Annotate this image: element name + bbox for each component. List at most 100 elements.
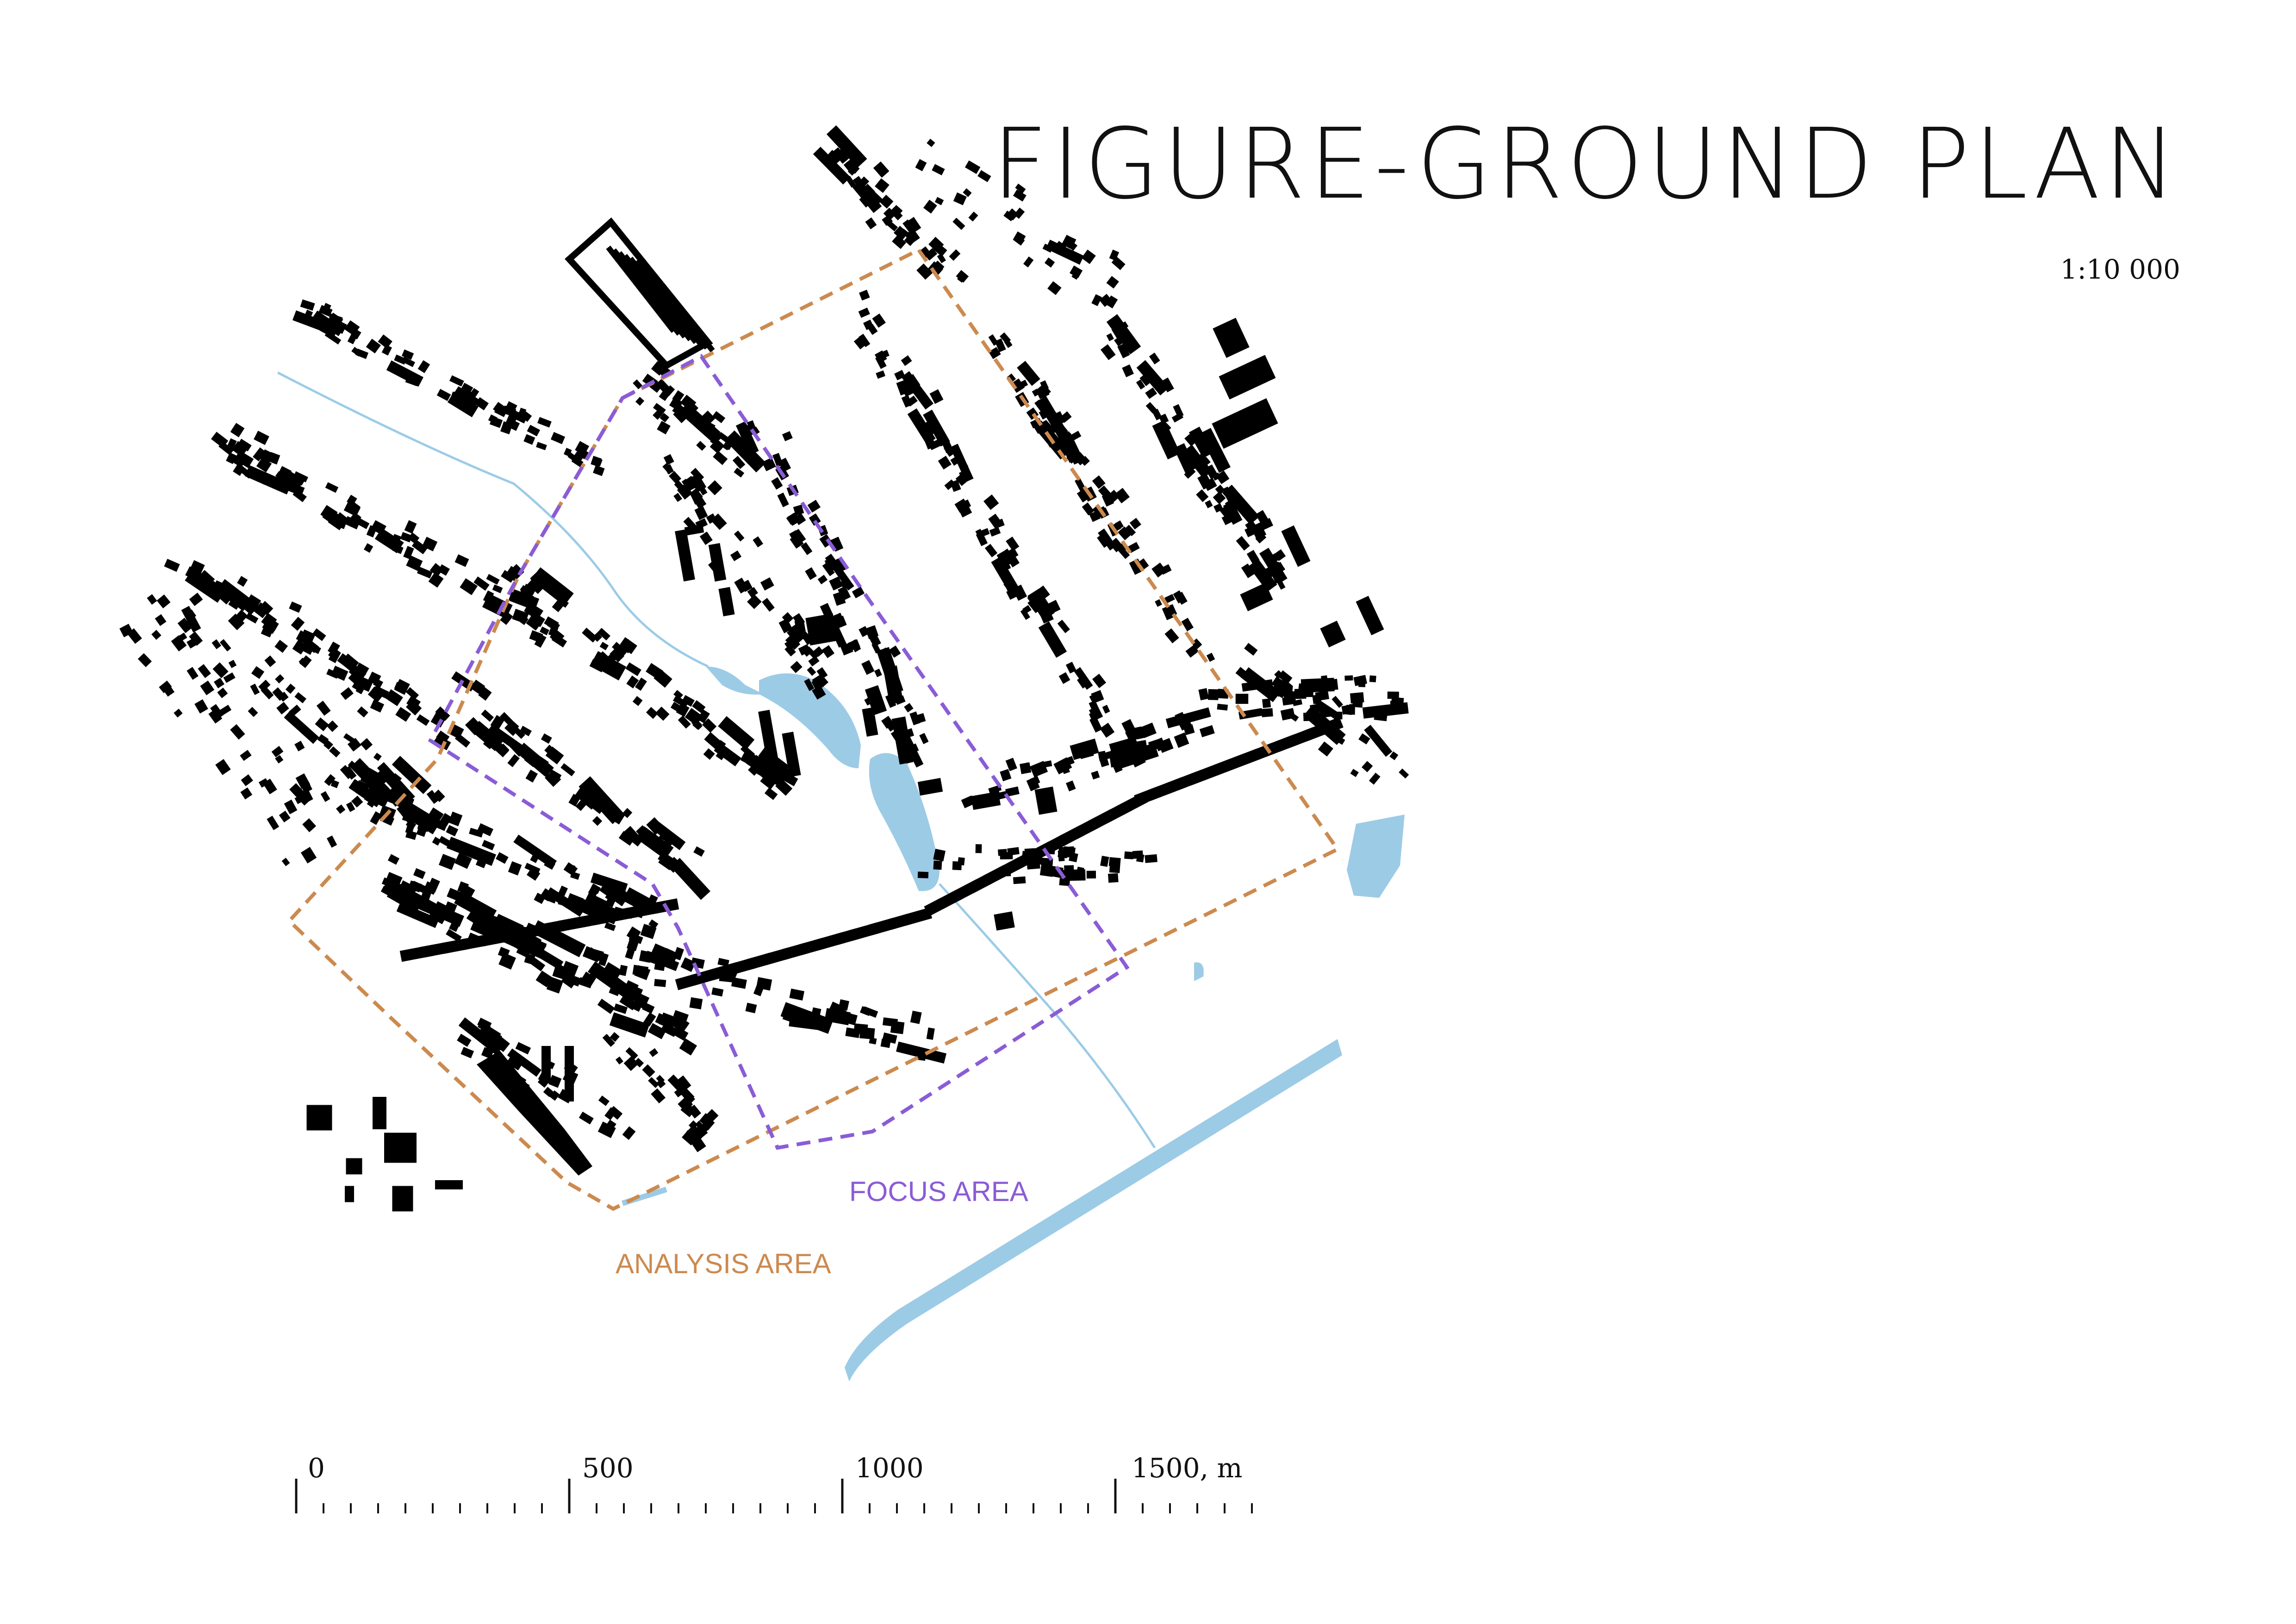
building bbox=[508, 861, 522, 876]
building bbox=[352, 679, 367, 693]
building bbox=[245, 612, 259, 624]
building bbox=[1263, 566, 1275, 579]
building bbox=[387, 854, 400, 865]
building bbox=[1044, 257, 1055, 268]
building bbox=[300, 846, 317, 864]
building bbox=[1045, 239, 1084, 265]
building bbox=[885, 219, 898, 231]
building bbox=[432, 820, 447, 831]
building bbox=[1203, 433, 1212, 442]
building bbox=[923, 410, 950, 447]
building bbox=[807, 666, 816, 676]
building bbox=[1129, 517, 1141, 530]
building bbox=[834, 149, 849, 164]
building bbox=[672, 695, 689, 708]
building bbox=[646, 707, 659, 719]
building bbox=[189, 592, 203, 606]
building bbox=[563, 448, 572, 457]
building bbox=[435, 706, 450, 721]
building bbox=[1106, 276, 1119, 289]
building bbox=[302, 818, 317, 833]
building bbox=[830, 536, 844, 552]
building bbox=[879, 194, 894, 209]
building bbox=[1332, 696, 1344, 708]
building bbox=[1125, 524, 1136, 536]
building bbox=[1082, 502, 1095, 516]
building bbox=[775, 778, 793, 796]
building bbox=[347, 738, 361, 752]
building bbox=[319, 324, 332, 336]
building bbox=[181, 606, 201, 633]
building bbox=[599, 641, 609, 651]
scale-bar-label-1500: 1500, m bbox=[1132, 1452, 1243, 1484]
building bbox=[380, 886, 394, 897]
building bbox=[740, 579, 753, 592]
building bbox=[416, 714, 430, 726]
building bbox=[674, 480, 685, 492]
main-street-building bbox=[1313, 717, 1344, 738]
building bbox=[675, 1075, 691, 1092]
building bbox=[747, 594, 762, 610]
building bbox=[1111, 256, 1126, 270]
institution-building bbox=[917, 778, 943, 796]
building bbox=[1139, 374, 1151, 386]
building bbox=[926, 1027, 935, 1040]
building bbox=[1283, 689, 1297, 703]
building bbox=[508, 564, 524, 580]
building bbox=[275, 471, 291, 485]
building bbox=[529, 630, 543, 643]
building bbox=[1109, 537, 1124, 553]
building bbox=[699, 531, 713, 545]
scale-bar bbox=[295, 1479, 1253, 1513]
scale-bar-label-500: 500 bbox=[582, 1452, 634, 1484]
building bbox=[865, 625, 879, 639]
building bbox=[915, 159, 927, 171]
building bbox=[237, 439, 252, 452]
building bbox=[790, 534, 804, 549]
building bbox=[962, 499, 971, 509]
building bbox=[406, 696, 421, 709]
building bbox=[291, 483, 305, 494]
building bbox=[151, 629, 162, 640]
building bbox=[1117, 343, 1130, 359]
building bbox=[315, 717, 329, 732]
building bbox=[692, 700, 706, 713]
building bbox=[1089, 700, 1098, 709]
building bbox=[161, 682, 175, 697]
building bbox=[608, 1106, 623, 1120]
building bbox=[874, 350, 887, 363]
building bbox=[449, 375, 464, 387]
building bbox=[808, 655, 820, 667]
building bbox=[1013, 876, 1026, 884]
building bbox=[989, 527, 1001, 537]
building bbox=[1089, 712, 1097, 722]
building bbox=[187, 667, 199, 680]
building bbox=[536, 442, 547, 450]
building bbox=[782, 612, 794, 624]
building bbox=[696, 441, 706, 451]
building bbox=[505, 413, 517, 427]
building bbox=[214, 678, 224, 689]
building bbox=[1174, 732, 1189, 748]
building bbox=[688, 1104, 702, 1119]
building bbox=[1358, 733, 1370, 745]
building bbox=[618, 831, 635, 846]
institution-building bbox=[994, 911, 1015, 931]
building bbox=[370, 699, 385, 713]
building bbox=[327, 312, 343, 328]
building bbox=[498, 952, 516, 970]
building bbox=[1145, 854, 1157, 863]
building bbox=[933, 261, 945, 272]
building bbox=[481, 709, 494, 722]
building bbox=[910, 1010, 922, 1024]
building bbox=[336, 804, 346, 814]
building bbox=[852, 176, 865, 190]
building bbox=[1288, 712, 1299, 722]
building bbox=[654, 979, 666, 987]
building bbox=[1158, 413, 1169, 424]
building bbox=[873, 161, 890, 178]
building bbox=[344, 766, 357, 780]
institution-building bbox=[675, 529, 695, 582]
building bbox=[400, 532, 412, 543]
